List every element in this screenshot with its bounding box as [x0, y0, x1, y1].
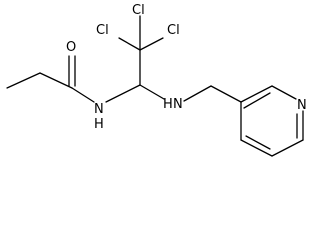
- bond-c-cl-left: [118, 37, 141, 51]
- ring-bond-c5-c4-inner: [245, 135, 271, 150]
- molecule-structure: O N H H N N Cl Cl Cl: [6, 3, 307, 157]
- ring-bond-c2-c2-inner: [243, 92, 271, 109]
- bond-ch2-carbonyl: [39, 72, 73, 89]
- ring-bond-c2-n: [271, 85, 297, 100]
- ring-bond-c6-c5: [271, 139, 304, 157]
- atom-label-amide-n: N: [94, 102, 104, 117]
- bond-c-cl-right: [139, 37, 164, 51]
- atom-label-pyridine-n: N: [297, 98, 307, 113]
- bond-amide-n-ch: [105, 84, 141, 103]
- ring-bond-c3-c2: [240, 85, 273, 103]
- atom-label-amide-h: H: [94, 117, 104, 132]
- bond-ch3-ch2: [6, 72, 41, 89]
- bond-ch-amine-n: [139, 84, 165, 100]
- atom-label-amine-n: N: [173, 97, 183, 112]
- atom-label-chlorine-right: Cl: [167, 23, 180, 38]
- bond-ch2-pyridine: [210, 85, 242, 103]
- ring-bond-c5-c4: [240, 139, 273, 157]
- structure-canvas: O N H H N N Cl Cl Cl: [6, 3, 307, 157]
- atom-label-amine-h: H: [163, 97, 173, 112]
- atom-label-chlorine-left: Cl: [96, 23, 109, 38]
- atom-label-chlorine-top: Cl: [132, 3, 145, 18]
- bond-amine-n-ch2: [183, 85, 212, 102]
- atom-label-oxygen: O: [66, 40, 76, 55]
- bond-carbonyl-amide-n: [71, 87, 95, 103]
